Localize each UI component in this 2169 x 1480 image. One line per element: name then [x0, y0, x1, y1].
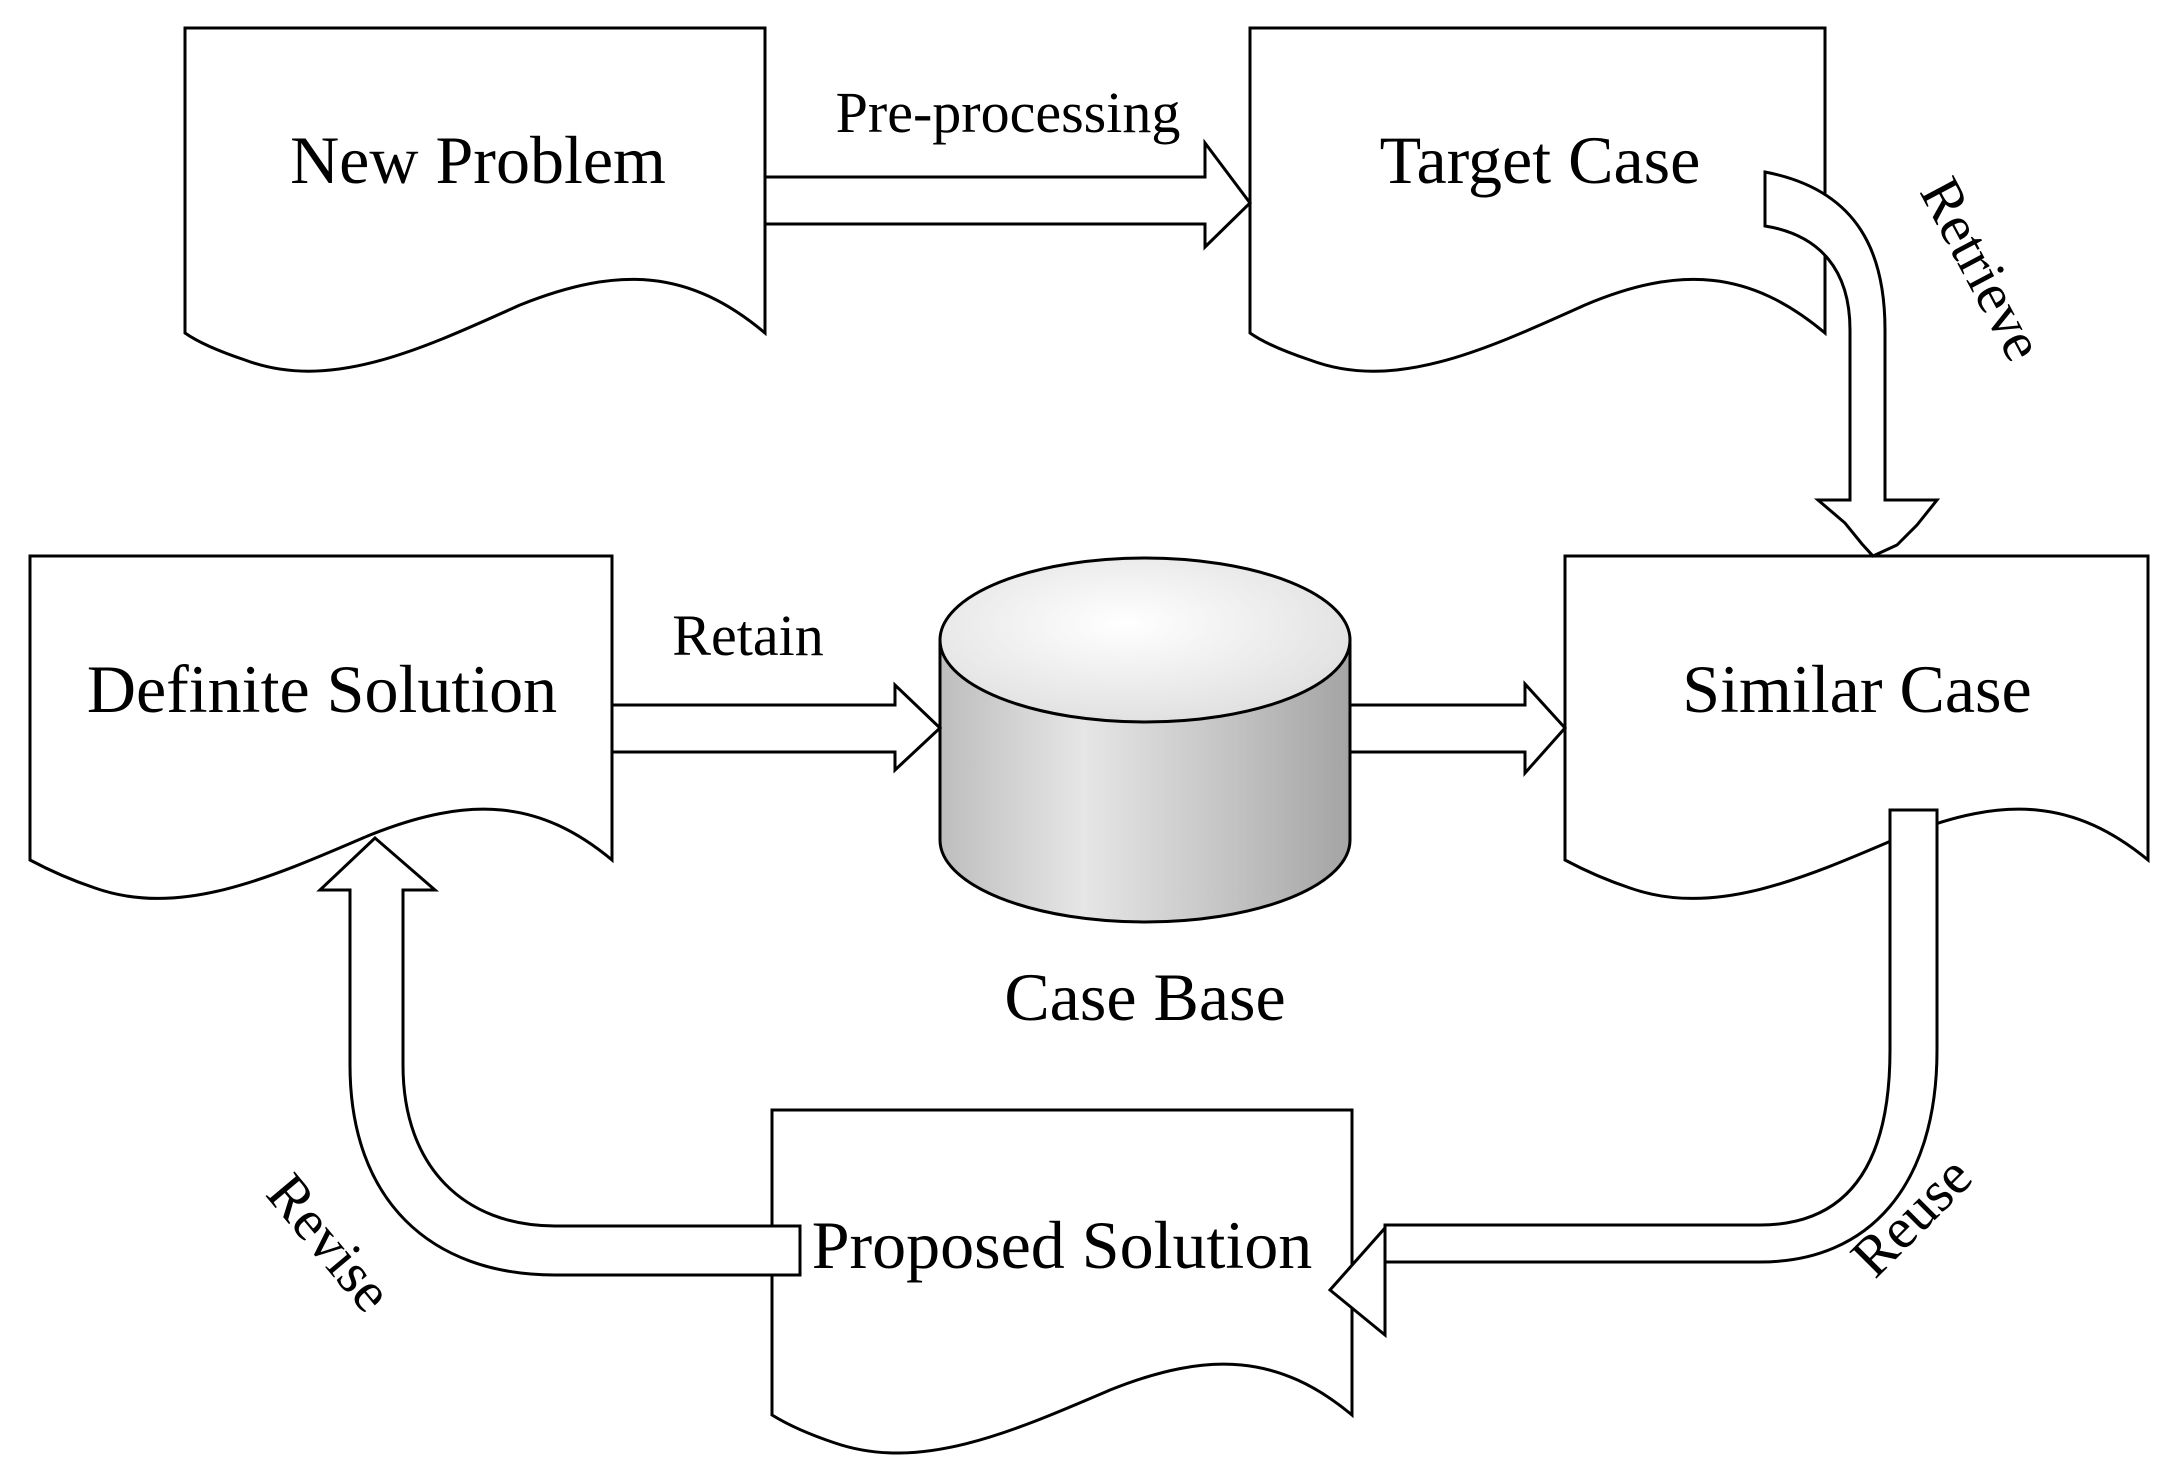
preprocessing-arrow [763, 138, 1252, 251]
proposed-solution-node: Proposed Solution [770, 1108, 1354, 1455]
case-base-cylinder-top [938, 556, 1352, 724]
retrieve-label: Retrieve [1907, 167, 2057, 371]
similar-case-node: Similar Case [1563, 554, 2150, 900]
reuse-arrow [1327, 808, 1939, 1339]
new-problem-node: New Problem [183, 26, 767, 373]
new-problem-label: New Problem [290, 122, 666, 198]
casebase-to-similar-arrow [1348, 680, 1568, 777]
case-base-node: Case Base [938, 556, 1352, 1035]
retain-label: Retain [672, 603, 823, 668]
preprocessing-label: Pre-processing [836, 80, 1181, 145]
definite-solution-node: Definite Solution [28, 554, 614, 900]
retrieve-arrow [1763, 170, 1941, 558]
definite-solution-label: Definite Solution [87, 651, 557, 727]
proposed-solution-label: Proposed Solution [812, 1207, 1313, 1283]
revise-arrow [316, 835, 802, 1277]
target-case-label: Target Case [1380, 122, 1701, 198]
case-base-label: Case Base [1004, 959, 1285, 1035]
target-case-node: Target Case [1248, 26, 1827, 373]
similar-case-label: Similar Case [1682, 651, 2031, 727]
retain-arrow [610, 681, 943, 774]
